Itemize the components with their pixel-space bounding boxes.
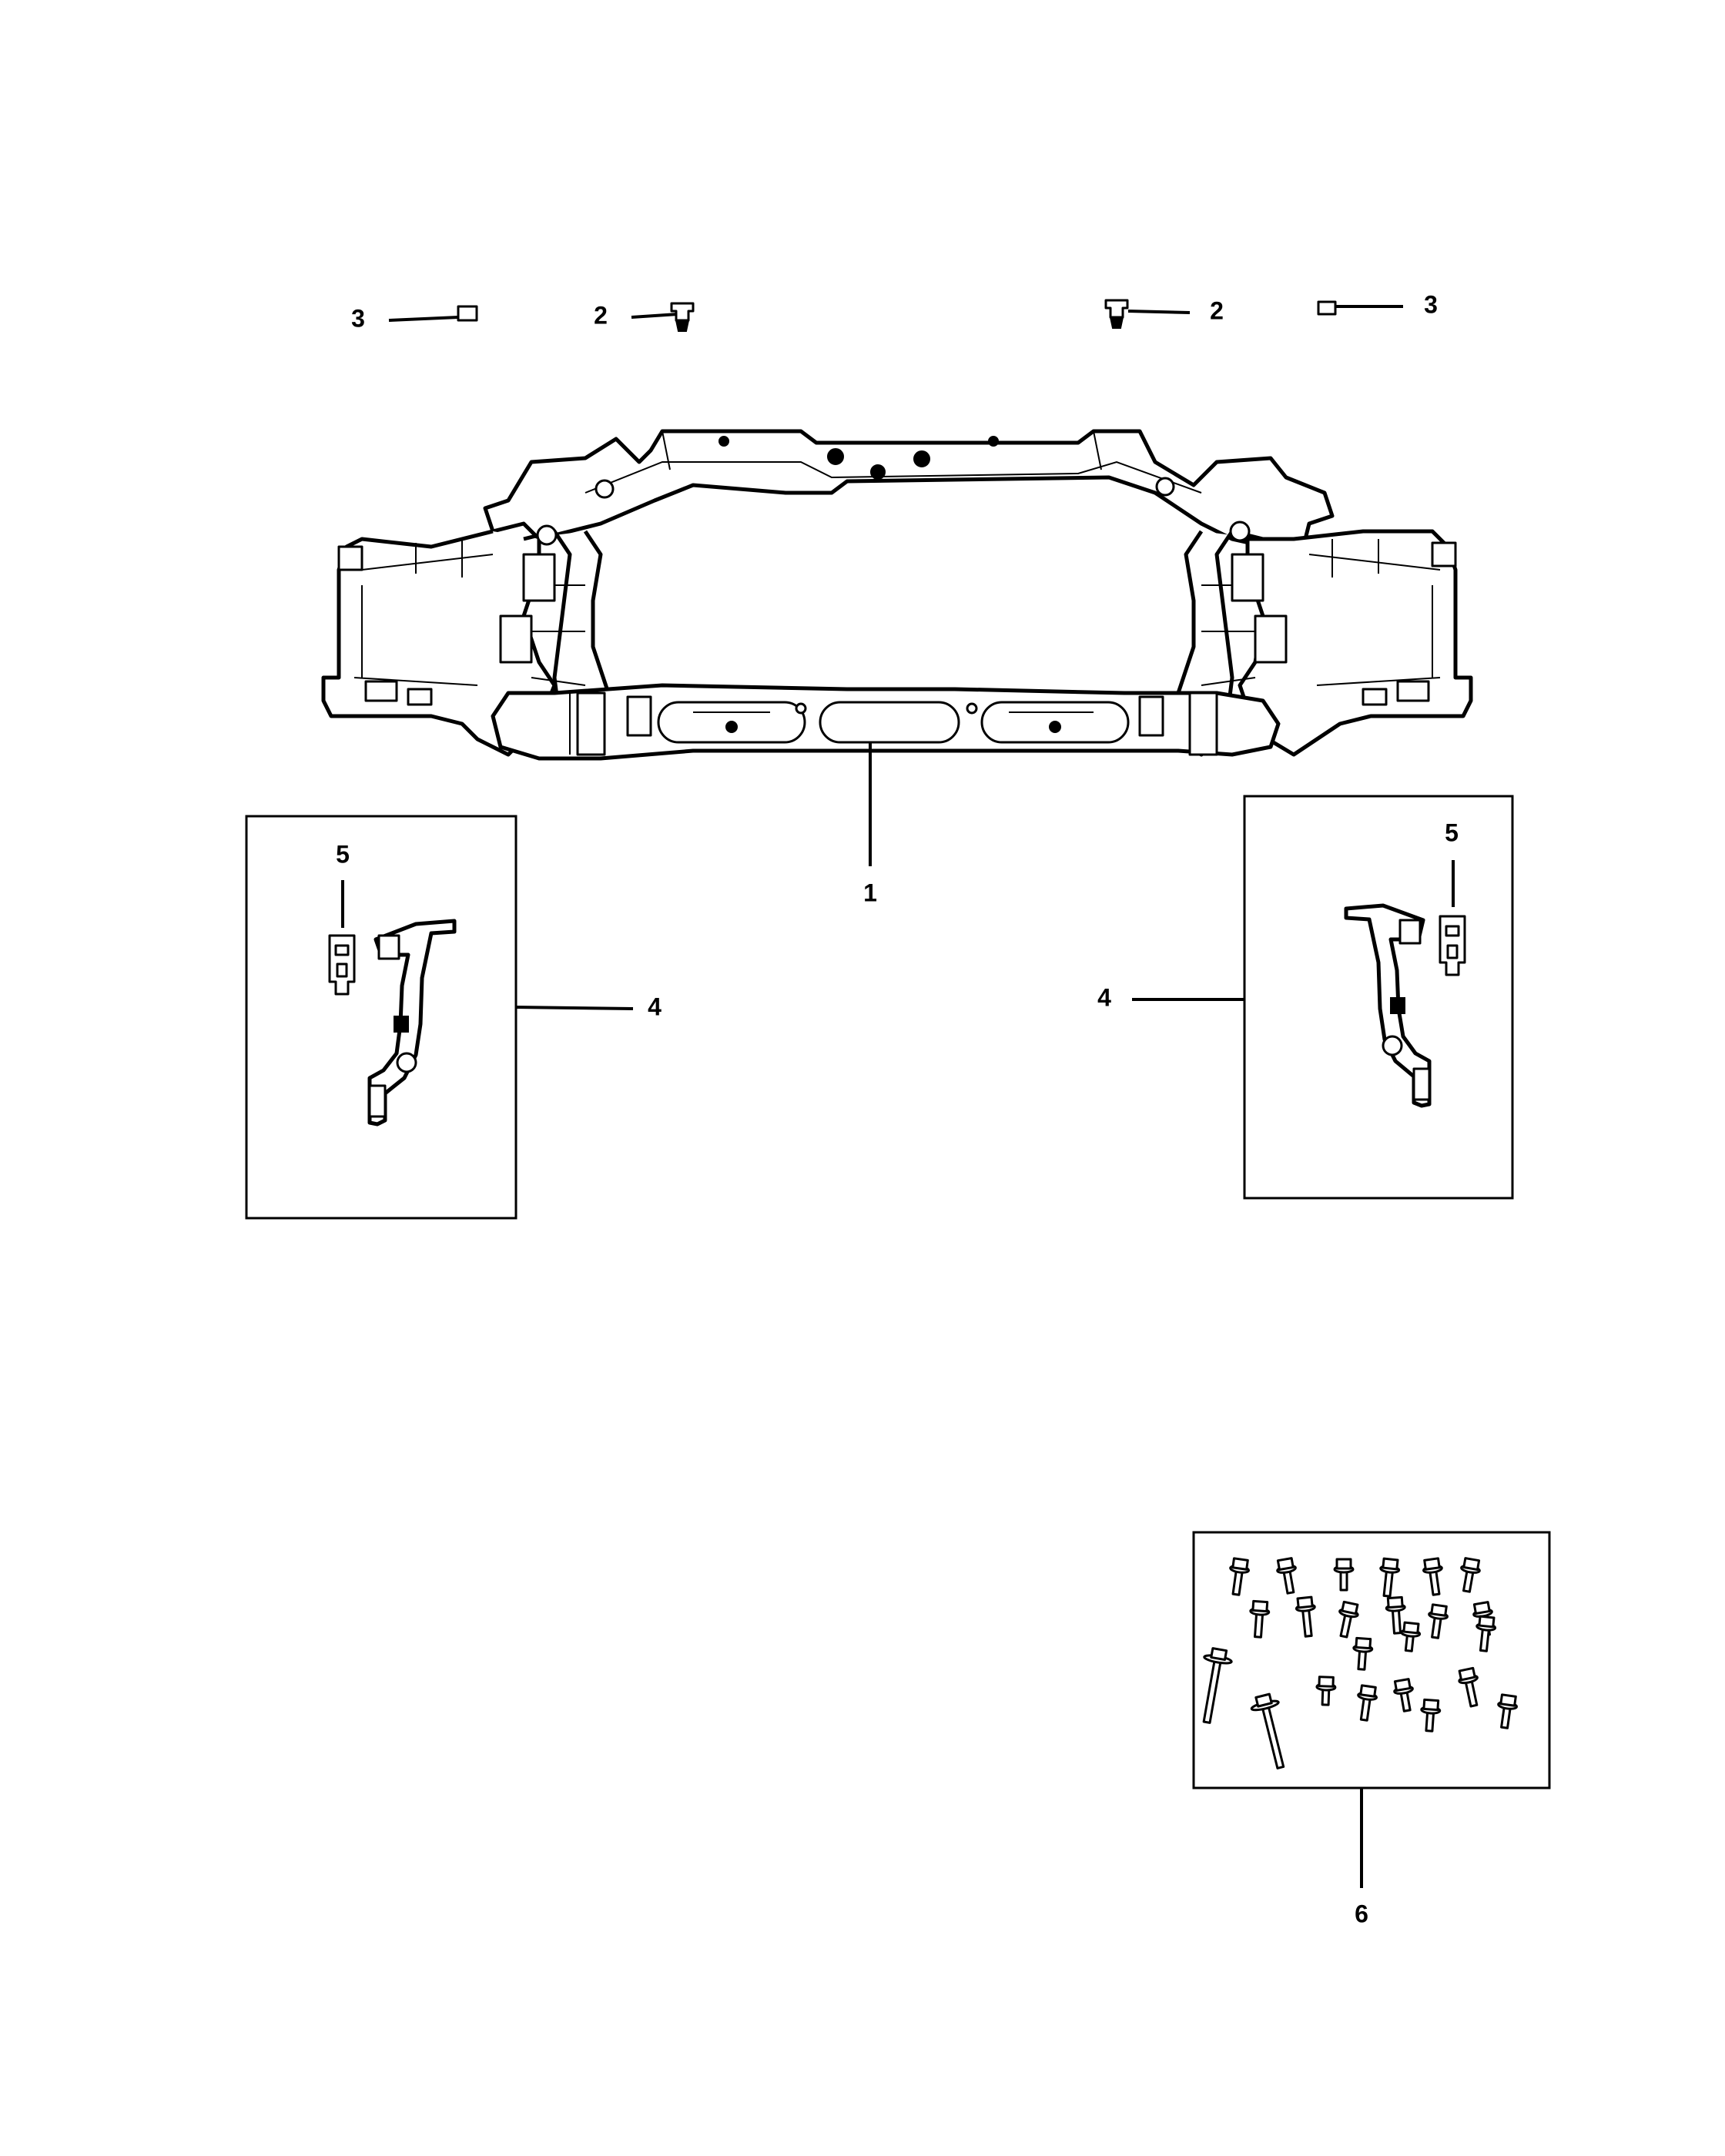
nut-left: [328, 934, 356, 996]
fastener-kit-box: [1192, 1531, 1551, 1789]
callout-4-left: 4: [648, 993, 662, 1020]
bolt-icon: [1295, 1595, 1316, 1638]
bolt-icon: [1229, 1557, 1250, 1596]
bolt-icon: [1276, 1557, 1297, 1595]
callout-3-left: 3: [351, 304, 365, 332]
bolt-icon: [1357, 1684, 1378, 1722]
callout-2-left: 2: [594, 301, 608, 329]
bolt-icon: [1352, 1636, 1374, 1671]
bracket-right: [1344, 903, 1432, 1108]
callout-4-right: 4: [1097, 983, 1111, 1011]
bolt-icon: [1475, 1615, 1497, 1652]
radiator-support: [321, 429, 1473, 761]
bolt-icon: [1393, 1678, 1414, 1712]
bolt-icon: [1460, 1557, 1481, 1593]
detail-box-right: [1243, 795, 1514, 1200]
bolt-icon: [1385, 1595, 1406, 1635]
bolt-icon: [1379, 1557, 1401, 1598]
nut-right: [1439, 915, 1466, 976]
bolt-icon: [1400, 1621, 1422, 1652]
callout-2-right: 2: [1210, 296, 1224, 324]
bolt-icon: [1420, 1698, 1442, 1732]
detail-box-left: [245, 815, 518, 1220]
bolt-icon: [1497, 1693, 1518, 1729]
clip-right: [1317, 300, 1403, 316]
callout-3-right: 3: [1424, 290, 1438, 318]
bolt-icon: [1428, 1603, 1449, 1639]
bolt-icon: [1458, 1666, 1479, 1708]
fastener-kit: [1202, 1557, 1518, 1769]
push-pin-right: [1104, 299, 1191, 329]
bracket-left: [367, 919, 457, 1127]
callout-5-right: 5: [1445, 819, 1459, 846]
callout-5-left: 5: [336, 840, 350, 868]
callout-1: 1: [863, 879, 877, 906]
bolt-icon: [1315, 1676, 1337, 1706]
bolt-icon: [1333, 1558, 1355, 1592]
callout-6: 6: [1355, 1900, 1368, 1927]
clip-left: [388, 305, 478, 322]
bolt-icon: [1249, 1599, 1271, 1639]
bolt-icon: [1202, 1647, 1233, 1724]
bolt-icon: [1250, 1692, 1285, 1769]
push-pin-left: [631, 302, 695, 332]
bolt-icon: [1338, 1600, 1359, 1639]
bolt-icon: [1422, 1557, 1443, 1596]
